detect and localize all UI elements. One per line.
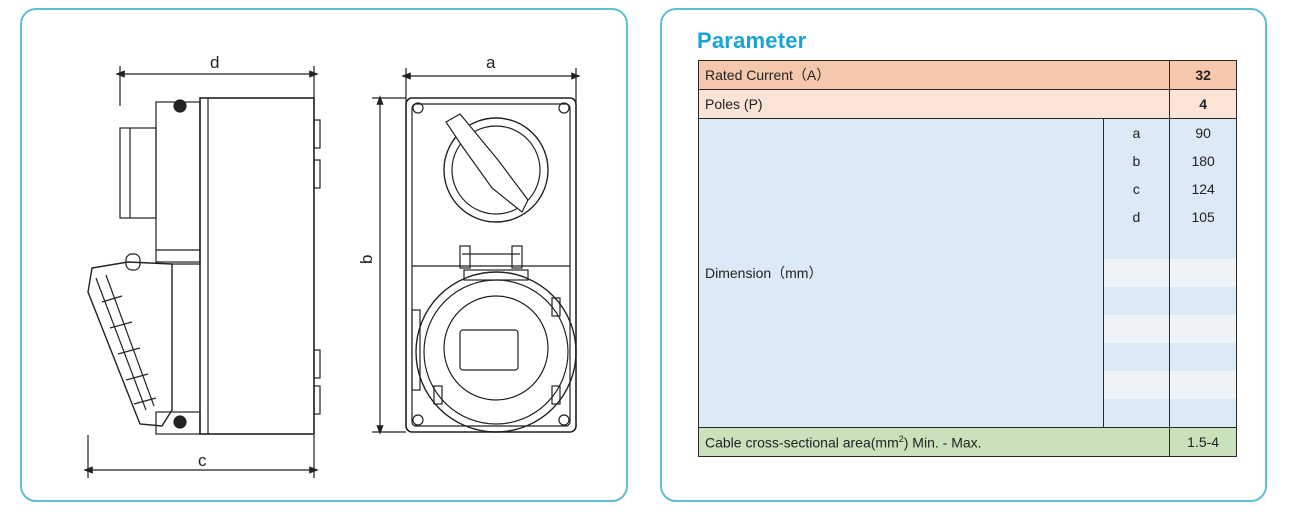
dimension-key-d: d bbox=[1102, 203, 1171, 231]
row-dimension-c: c 124 bbox=[699, 175, 1237, 203]
socket-technical-drawing: d a b c bbox=[83, 53, 581, 478]
dimension-label: Dimension（mm） bbox=[698, 118, 1104, 428]
cable-label-suffix: ) Min. - Max. bbox=[903, 434, 982, 451]
parameter-title: Parameter bbox=[697, 28, 807, 53]
poles-value: 4 bbox=[1169, 89, 1237, 119]
row-rated-current: Rated Current（A） 32 bbox=[697, 60, 1237, 90]
dimension-key-b: b bbox=[1102, 147, 1171, 175]
cable-label: Cable cross-sectional area(mm2) Min. - M… bbox=[697, 427, 1171, 457]
dimension-value-d: 105 bbox=[1169, 203, 1237, 231]
poles-label: Poles (P) bbox=[697, 89, 1171, 119]
rated-current-value: 32 bbox=[1169, 60, 1237, 90]
empty-row bbox=[699, 315, 1237, 343]
empty-row bbox=[699, 259, 1237, 287]
drawing-panel: d a b c bbox=[20, 8, 628, 502]
dimension-key-a: a bbox=[1102, 118, 1171, 147]
dimension-value-b: 180 bbox=[1169, 147, 1237, 175]
row-dimension-b: b 180 bbox=[699, 147, 1237, 175]
dimension-value-c: 124 bbox=[1169, 175, 1237, 203]
empty-row bbox=[699, 399, 1237, 428]
cable-label-text: Cable cross-sectional area(mm bbox=[705, 434, 899, 451]
dimension-value-a: 90 bbox=[1169, 118, 1237, 147]
dimension-key-c: c bbox=[1102, 175, 1171, 203]
side-view bbox=[83, 66, 321, 478]
empty-row bbox=[699, 287, 1237, 315]
row-dimension-d: d 105 bbox=[699, 203, 1237, 231]
parameter-table: Rated Current（A） 32 Poles (P) 4 Dimensio… bbox=[697, 60, 1237, 457]
rated-current-label: Rated Current（A） bbox=[697, 60, 1171, 90]
empty-row bbox=[699, 343, 1237, 371]
dim-label-b: b bbox=[357, 255, 376, 264]
row-poles: Poles (P) 4 bbox=[697, 89, 1237, 119]
cable-value: 1.5-4 bbox=[1169, 427, 1237, 457]
empty-row bbox=[699, 371, 1237, 399]
row-cable: Cable cross-sectional area(mm2) Min. - M… bbox=[697, 427, 1237, 457]
dim-label-a: a bbox=[486, 53, 496, 72]
dim-label-d: d bbox=[210, 53, 219, 72]
front-view bbox=[372, 68, 581, 435]
dim-label-c: c bbox=[198, 451, 207, 470]
row-dimension: Dimension（mm） a 90 bbox=[698, 118, 1237, 428]
cable-label-sup: 2 bbox=[898, 433, 904, 444]
parameter-panel: Parameter Rated Current（A） 32 Poles (P) … bbox=[660, 8, 1267, 502]
empty-row bbox=[699, 231, 1237, 259]
